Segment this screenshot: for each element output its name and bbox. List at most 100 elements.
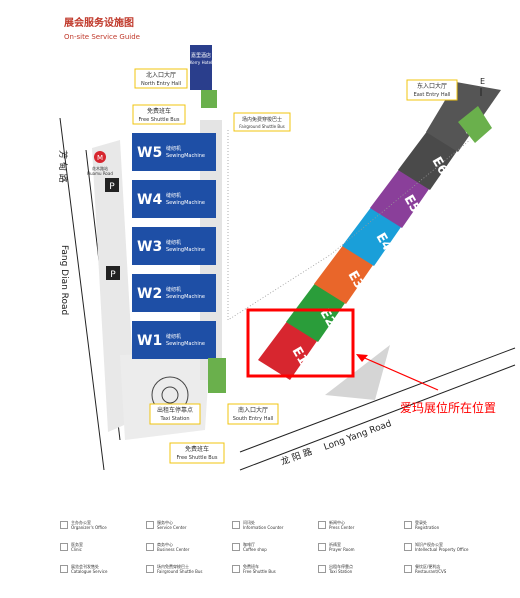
legend-label-en: Prayer Room bbox=[329, 547, 355, 552]
fairground-label-zh: 场内免费穿梭巴士 bbox=[242, 116, 282, 123]
question-icon bbox=[232, 521, 240, 529]
shuttle-bottom-label-zh: 免费班车 bbox=[185, 445, 209, 453]
parking-lot-east bbox=[325, 345, 390, 400]
hall-category-en: SewingMachine bbox=[166, 153, 205, 159]
taxi-label-box bbox=[149, 403, 201, 425]
taxi-roundabout-inner bbox=[161, 386, 179, 404]
catalogue-icon bbox=[60, 565, 68, 573]
metro-label-zh: 花木路站 bbox=[92, 165, 108, 171]
parking-icon-letter: P bbox=[109, 182, 115, 192]
legend-label-zh: 登录处 bbox=[415, 520, 427, 525]
ip-icon bbox=[404, 543, 412, 551]
metro-label-en: Huamu Road bbox=[87, 171, 113, 176]
hall-label: W4 bbox=[137, 192, 162, 208]
clinic-icon bbox=[60, 543, 68, 551]
service-icon bbox=[146, 521, 154, 529]
booth-arrow-head bbox=[356, 354, 368, 362]
hall-w2 bbox=[132, 274, 216, 312]
hall-category-zh: 缝纫机 bbox=[166, 239, 181, 246]
legend-label-zh: 知识产权办公室 bbox=[415, 542, 443, 547]
north-entry-label-zh: 北入口大厅 bbox=[146, 71, 176, 79]
taxi-label-en: Taxi Station bbox=[159, 416, 189, 422]
road-south-label-en: Long Yang Road bbox=[323, 419, 393, 453]
kerry-hotel-label-zh: 嘉里酒店 bbox=[191, 52, 211, 59]
legend-label-zh: 医务室 bbox=[71, 542, 83, 547]
legend-label-en: Press Center bbox=[329, 525, 355, 530]
coffee-icon bbox=[232, 543, 240, 551]
legend-label-zh: 场内免费穿梭巴士 bbox=[157, 564, 189, 569]
business-icon bbox=[146, 543, 154, 551]
page-title: 展会服务设施图 On-site Service Guide bbox=[64, 14, 140, 41]
north-entry-label-en: North Entry Hall bbox=[141, 81, 181, 87]
legend-label-en: Registration bbox=[415, 525, 440, 530]
kerry-hotel bbox=[190, 45, 212, 90]
booth-highlight-box bbox=[246, 308, 355, 378]
metro-icon-letter: M bbox=[97, 154, 103, 162]
shuttle-top-label-en: Free Shuttle Bus bbox=[139, 117, 180, 123]
shuttle-top-label-zh: 免费班车 bbox=[147, 107, 171, 115]
shuttle-top-label-box bbox=[132, 104, 186, 125]
east-entry-hall bbox=[458, 106, 492, 143]
hall-category-zh: 缝纫机 bbox=[166, 192, 181, 199]
legend-label-en: Information Counter bbox=[243, 525, 284, 530]
legend-label-en: Taxi Station bbox=[329, 569, 353, 574]
hall-category-zh: 缝纫机 bbox=[166, 145, 181, 152]
restaurant-icon bbox=[404, 565, 412, 573]
legend-label-zh: 问讯处 bbox=[243, 520, 255, 525]
parking-icon bbox=[105, 178, 119, 192]
legend-label-zh: 展览会刊发售处 bbox=[71, 564, 99, 569]
press-icon bbox=[318, 521, 326, 529]
hall-category-en: SewingMachine bbox=[166, 294, 205, 300]
fairground-label-en: Fairground Shuttle Bus bbox=[239, 124, 284, 129]
booth-annotation: 爱玛展位所在位置 bbox=[400, 400, 496, 415]
legend-label-zh: 新闻中心 bbox=[329, 520, 345, 525]
legend-label-en: Intellectual Property Office bbox=[415, 547, 469, 552]
south-entry-label-en: South Entry Hall bbox=[233, 416, 274, 422]
hall-label: W2 bbox=[137, 286, 162, 302]
compass-label: E bbox=[480, 77, 485, 86]
east-entry-label-box bbox=[406, 79, 458, 101]
star-icon bbox=[60, 521, 68, 529]
south-entry-hall bbox=[208, 358, 226, 393]
metro-icon bbox=[94, 151, 106, 163]
east-entry-label-zh: 东入口大厅 bbox=[417, 82, 447, 90]
road-west-label-en: Fang Dian Road bbox=[59, 245, 69, 315]
legend-label-en: Fairground Shuttle Bus bbox=[157, 569, 203, 574]
hall-category-en: SewingMachine bbox=[166, 247, 205, 253]
legend-label-en: Coffee shop bbox=[243, 547, 267, 552]
taxi-icon bbox=[318, 565, 326, 573]
hall-w5 bbox=[132, 133, 216, 171]
road-line-south-2 bbox=[239, 347, 516, 453]
booth-arrow-line bbox=[359, 355, 439, 391]
legend-label-zh: 祈祷室 bbox=[329, 542, 341, 547]
legend-label-en: Catalogue Service bbox=[71, 569, 108, 574]
legend-label-zh: 服务中心 bbox=[157, 520, 173, 525]
shuttle-icon bbox=[146, 565, 154, 573]
hall-w3 bbox=[132, 227, 216, 265]
prayer-icon bbox=[318, 543, 326, 551]
road-line-south-1 bbox=[239, 364, 516, 471]
hall-w1 bbox=[132, 321, 216, 359]
hall-label: W3 bbox=[137, 239, 162, 255]
hall-w4 bbox=[132, 180, 216, 218]
legend-label-zh: 咖啡厅 bbox=[243, 542, 255, 547]
legend-label-en: Free Shuttle Bus bbox=[243, 569, 276, 574]
north-entry-label-box bbox=[134, 68, 188, 89]
kerry-hotel-label-en: Kerry Hotel bbox=[190, 60, 212, 65]
legend-label-en: Organizer's Office bbox=[71, 525, 107, 530]
north-entry-hall bbox=[201, 90, 217, 108]
